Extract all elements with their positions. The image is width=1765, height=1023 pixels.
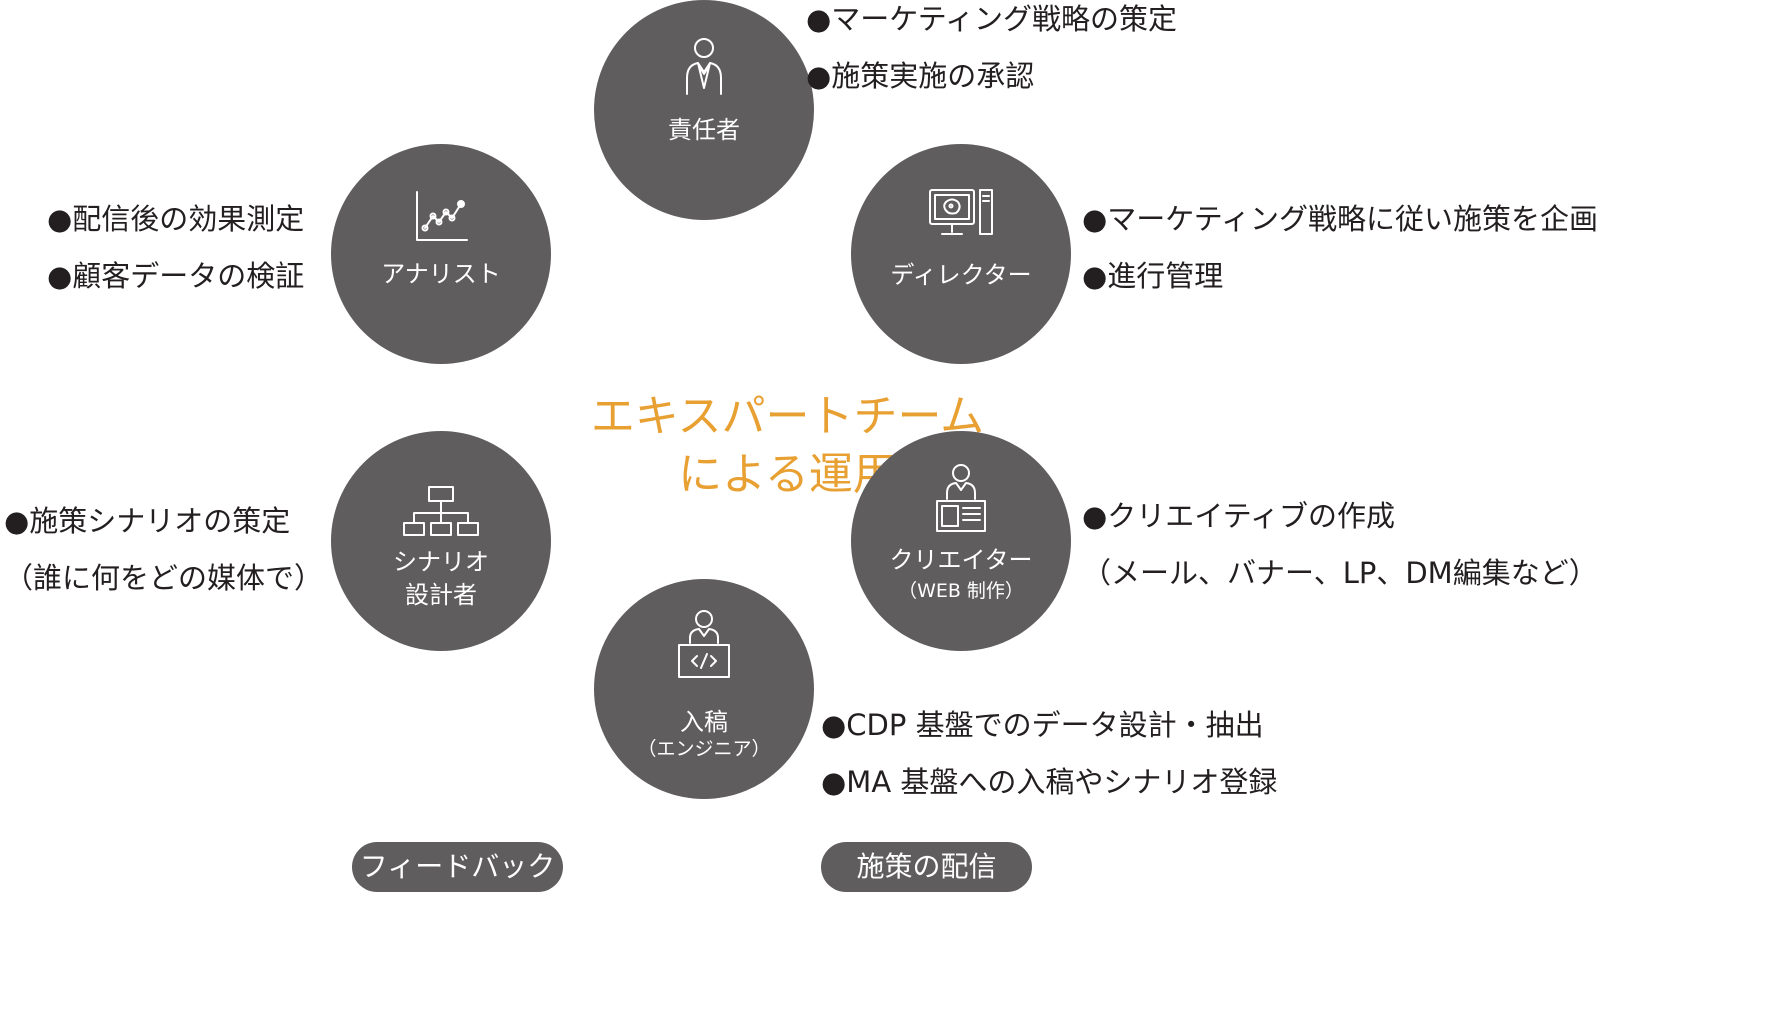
role-scenario-circle: シナリオ 設計者 (331, 431, 551, 651)
role-scenario-label-line2: 設計者 (405, 581, 477, 609)
role-director-circle: ディレクター (851, 144, 1071, 364)
bullet-item: ●マーケティング戦略の策定 (806, 2, 1177, 36)
role-director-bullets: ●マーケティング戦略に従い施策を企画 ●進行管理 (1082, 191, 1598, 305)
role-analyst-bullets: ●配信後の効果測定 ●顧客データの検証 (47, 191, 304, 305)
flowchart-icon (403, 486, 479, 536)
role-creator-sublabel: （WEB 制作） (898, 580, 1024, 602)
feedback-pill: フィードバック (352, 842, 563, 892)
center-title: エキスパートチーム による運用 (540, 388, 1035, 504)
role-engineer-label: 入稿 (680, 708, 728, 736)
role-manager-circle: 責任者 (594, 0, 814, 220)
bullet-item: ●顧客データの検証 (47, 259, 305, 293)
bullet-item: ●MA 基盤への入稿やシナリオ登録 (821, 765, 1278, 799)
center-title-line2: による運用 (678, 449, 897, 500)
role-engineer-sublabel: （エンジニア） (637, 738, 771, 760)
bullet-item: ●CDP 基盤でのデータ設計・抽出 (821, 708, 1264, 742)
person-with-document-icon (936, 464, 986, 532)
role-scenario-label-line1: シナリオ (393, 548, 489, 576)
role-manager-label: 責任者 (668, 116, 740, 144)
businessman-icon (686, 38, 722, 95)
bullet-item: （誰に何をどの媒体で） (4, 561, 324, 595)
bullet-item: ●マーケティング戦略に従い施策を企画 (1082, 202, 1598, 236)
role-director-label: ディレクター (890, 261, 1032, 289)
person-with-code-icon (678, 610, 730, 678)
role-analyst-circle: アナリスト (331, 144, 551, 364)
center-title-line1: エキスパートチーム (590, 391, 985, 442)
role-creator-bullets: ●クリエイティブの作成 （メール、バナー、LP、DM編集など） (1082, 488, 1598, 602)
computer-monitor-icon (929, 189, 993, 235)
delivery-pill: 施策の配信 (821, 842, 1032, 892)
bullet-item: ●施策実施の承認 (806, 59, 1035, 93)
role-scenario-bullets: ●施策シナリオの策定 （誰に何をどの媒体で） (4, 493, 323, 607)
bullet-item: ●クリエイティブの作成 (1082, 499, 1395, 533)
role-engineer-bullets: ●CDP 基盤でのデータ設計・抽出 ●MA 基盤への入稿やシナリオ登録 (821, 697, 1277, 811)
role-creator-circle: クリエイター （WEB 制作） (851, 431, 1071, 651)
role-analyst-label: アナリスト (381, 260, 501, 288)
bullet-item: （メール、バナー、LP、DM編集など） (1082, 556, 1598, 590)
role-engineer-circle: 入稿 （エンジニア） (594, 579, 814, 799)
role-manager-bullets: ●マーケティング戦略の策定 ●施策実施の承認 (806, 0, 1177, 105)
bullet-item: ●配信後の効果測定 (47, 202, 305, 236)
bullet-item: ●施策シナリオの策定 (4, 504, 291, 538)
role-creator-label: クリエイター (889, 546, 1033, 574)
bullet-item: ●進行管理 (1082, 259, 1224, 293)
line-chart-icon (416, 191, 468, 241)
